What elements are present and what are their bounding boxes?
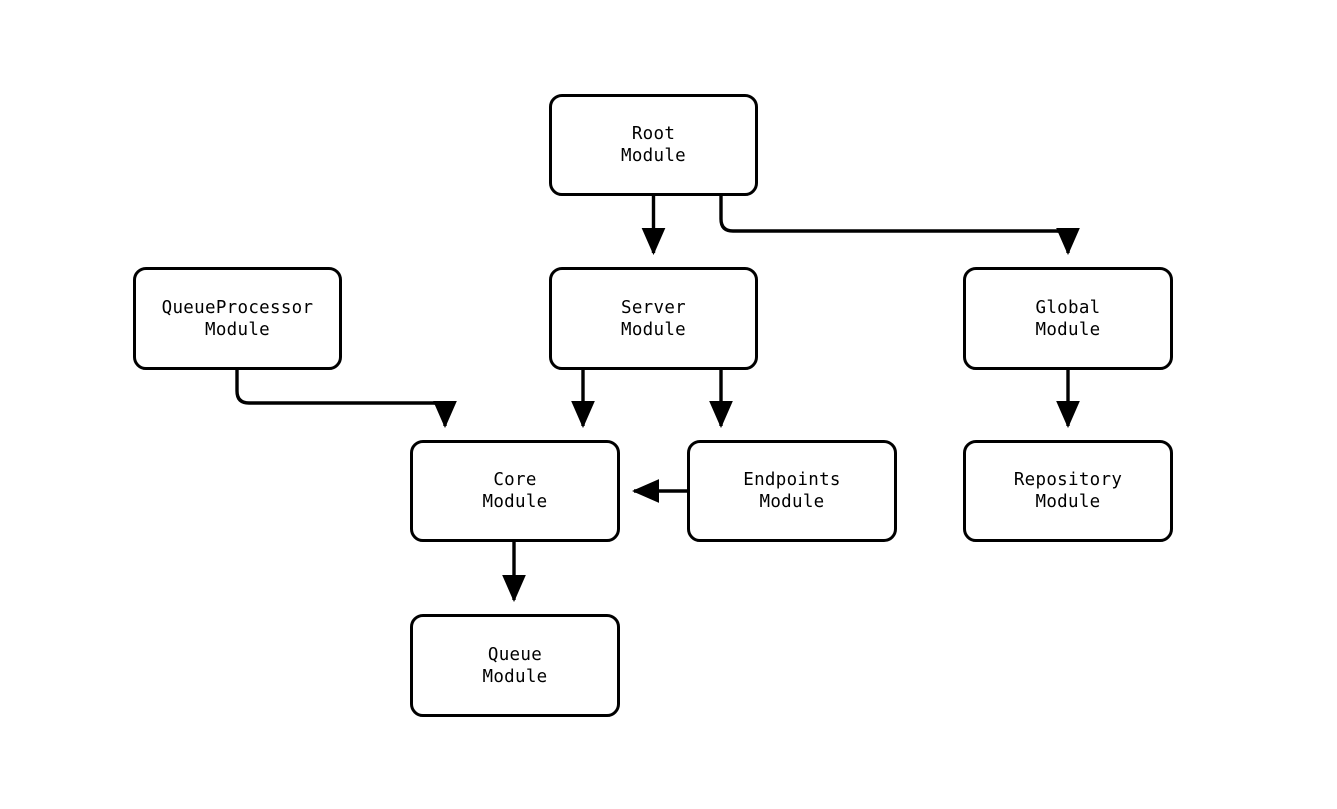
edge-root-to-global [719,196,1080,256]
node-queueprocessor-label: QueueProcessor Module [161,297,314,340]
node-queue[interactable]: Queue Module [410,614,620,717]
node-queueprocessor[interactable]: QueueProcessor Module [133,267,342,370]
node-core[interactable]: Core Module [410,440,620,542]
edge-queueprocessor-to-core [235,370,457,429]
node-endpoints[interactable]: Endpoints Module [687,440,897,542]
node-queue-label: Queue Module [482,644,548,687]
node-repository[interactable]: Repository Module [963,440,1173,542]
node-server-label: Server Module [620,297,686,340]
node-global[interactable]: Global Module [963,267,1173,370]
node-core-label: Core Module [482,470,548,512]
node-global-label: Global Module [1035,297,1101,340]
node-endpoints-label: Endpoints Module [743,470,841,512]
node-repository-label: Repository Module [1013,470,1123,512]
node-server[interactable]: Server Module [549,267,758,370]
node-root-label: Root Module [620,124,686,166]
node-root[interactable]: Root Module [549,94,758,196]
